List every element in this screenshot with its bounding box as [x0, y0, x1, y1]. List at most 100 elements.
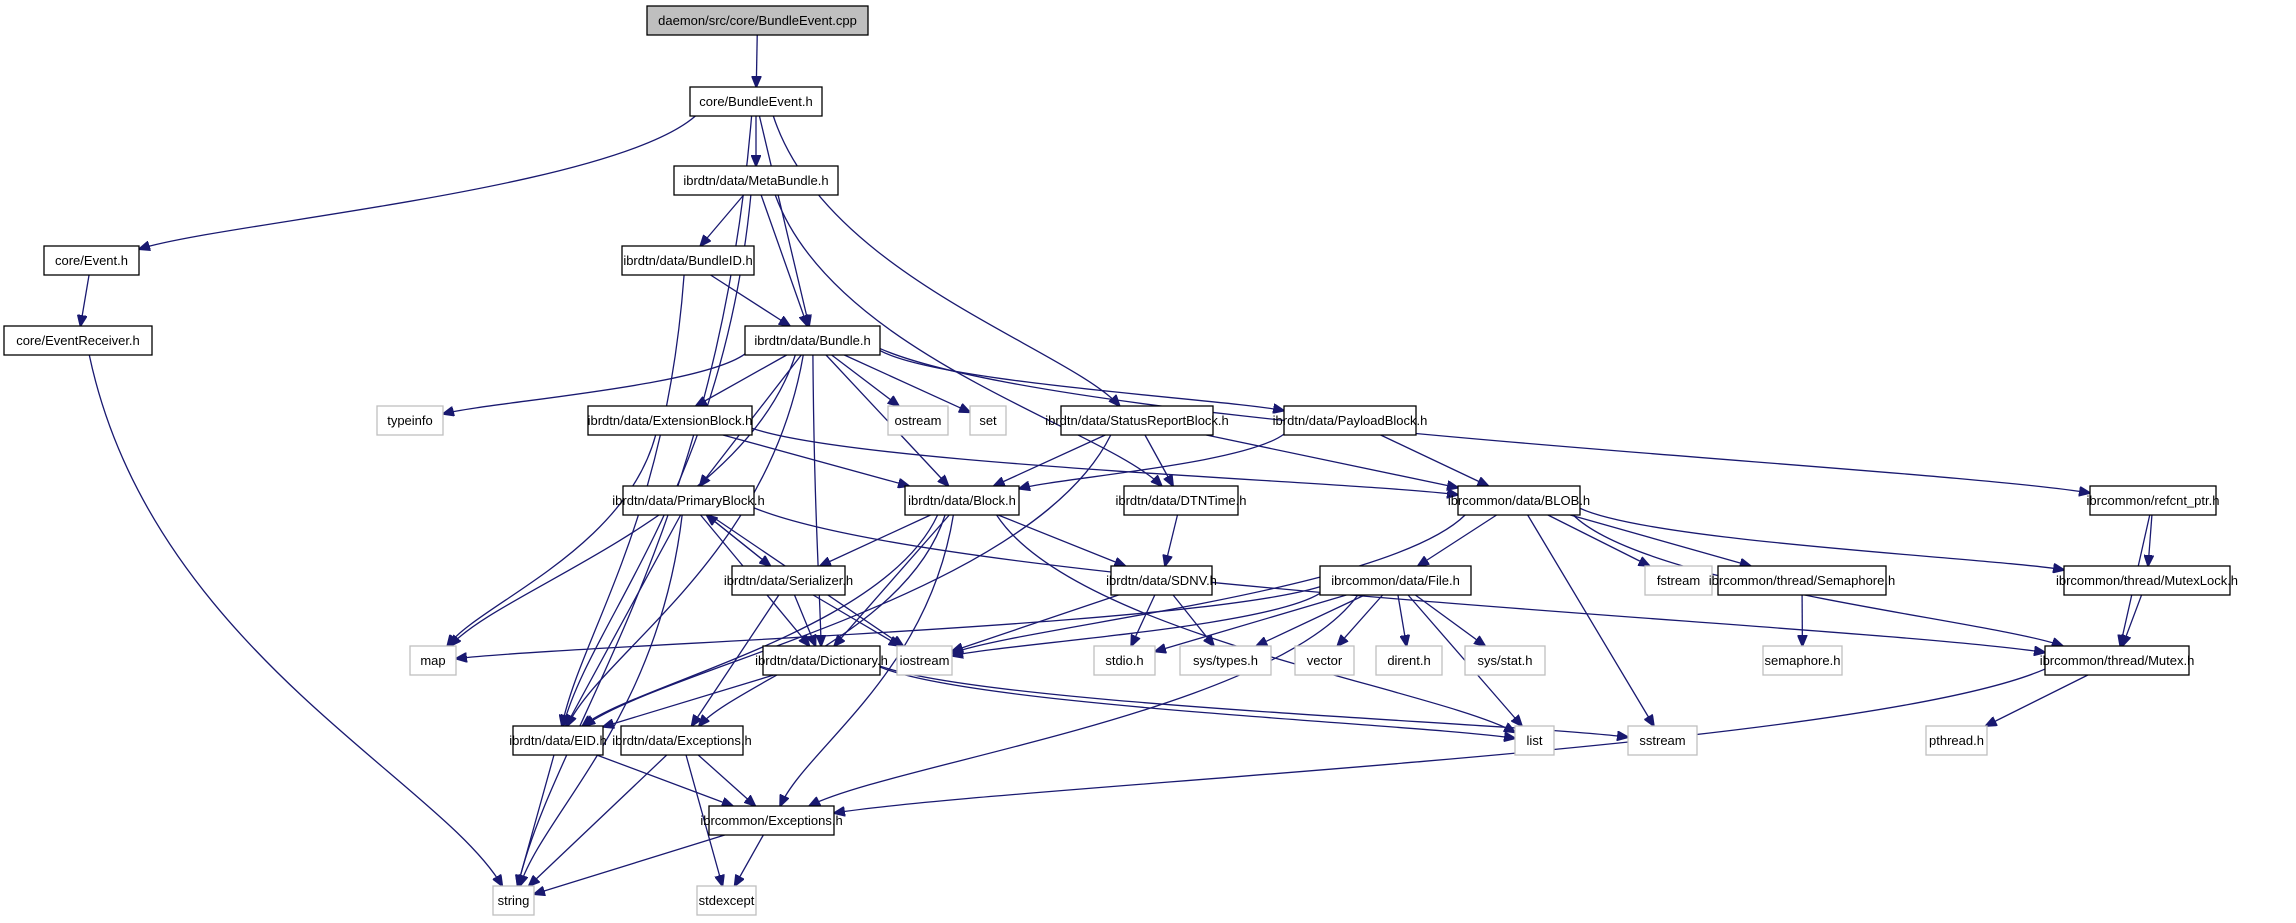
node-set: set: [969, 405, 1007, 436]
edge-blob-to-mutexlock: [1579, 507, 2064, 570]
edge-blob-to-mutex: [1572, 514, 2063, 646]
node-box: [887, 405, 949, 436]
node-label: fstream: [1657, 573, 1700, 588]
edge-root-to-bundleevent_h: [756, 34, 757, 87]
node-label: ibrdtn/data/EID.h: [509, 733, 607, 748]
edge-dtntime-to-sdnv: [1165, 514, 1179, 566]
node-dtnexceptions[interactable]: ibrdtn/data/Exceptions.h: [612, 725, 752, 756]
node-file[interactable]: ibrcommon/data/File.h: [1319, 565, 1472, 596]
node-eventreceiver[interactable]: core/EventReceiver.h: [3, 325, 153, 356]
edge-block-to-dtnexceptions: [699, 514, 946, 726]
node-box: [731, 565, 846, 596]
node-label: sstream: [1639, 733, 1685, 748]
node-list: list: [1514, 725, 1555, 756]
node-bundleevent_h[interactable]: core/BundleEvent.h: [689, 86, 823, 117]
node-label: daemon/src/core/BundleEvent.cpp: [658, 13, 857, 28]
node-extensionblock[interactable]: ibrdtn/data/ExtensionBlock.h: [587, 405, 753, 436]
node-sstream: sstream: [1627, 725, 1698, 756]
node-block[interactable]: ibrdtn/data/Block.h: [904, 485, 1020, 516]
node-string: string: [492, 885, 535, 916]
node-box: [512, 725, 604, 756]
node-box: [620, 725, 744, 756]
edge-eid-to-string: [518, 754, 555, 886]
node-box: [622, 485, 755, 516]
edge-bundle-to-block: [825, 354, 948, 486]
node-label: ibrcommon/refcnt_ptr.h: [2087, 493, 2220, 508]
node-eid[interactable]: ibrdtn/data/EID.h: [509, 725, 607, 756]
edge-serializer-to-dtnexceptions: [692, 594, 780, 726]
node-root[interactable]: daemon/src/core/BundleEvent.cpp: [646, 5, 869, 36]
node-label: ibrcommon/thread/Mutex.h: [2040, 653, 2195, 668]
node-box: [1644, 565, 1713, 596]
node-label: ibrdtn/data/Dictionary.h: [755, 653, 888, 668]
edge-block-to-list: [996, 514, 1515, 732]
node-primaryblock[interactable]: ibrdtn/data/PrimaryBlock.h: [612, 485, 765, 516]
edge-eid-to-commonexceptions: [596, 754, 733, 806]
node-label: string: [498, 893, 530, 908]
node-box: [1123, 485, 1239, 516]
node-label: ostream: [895, 413, 942, 428]
node-box: [43, 245, 140, 276]
node-box: [708, 805, 835, 836]
node-box: [969, 405, 1007, 436]
node-label: ibrcommon/data/File.h: [1331, 573, 1460, 588]
edge-primaryblock-to-eid: [566, 514, 682, 726]
node-label: list: [1527, 733, 1543, 748]
node-box: [904, 485, 1020, 516]
node-bundleid[interactable]: ibrdtn/data/BundleID.h: [621, 245, 755, 276]
node-layer: daemon/src/core/BundleEvent.cpp core/Bund…: [3, 5, 2238, 916]
node-refcnt[interactable]: ibrcommon/refcnt_ptr.h: [2087, 485, 2220, 516]
node-label: ibrdtn/data/SDNV.h: [1106, 573, 1217, 588]
edge-statusreport-to-dtntime: [1144, 434, 1173, 486]
node-stdexcept: stdexcept: [696, 885, 757, 916]
node-label: ibrdtn/data/Bundle.h: [754, 333, 870, 348]
node-bundle[interactable]: ibrdtn/data/Bundle.h: [744, 325, 881, 356]
node-commonexceptions[interactable]: ibrcommon/Exceptions.h: [700, 805, 843, 836]
edge-dictionary-to-sstream: [879, 665, 1628, 737]
node-metabundle[interactable]: ibrdtn/data/MetaBundle.h: [673, 165, 839, 196]
node-box: [621, 245, 755, 276]
edge-layer: [80, 34, 2151, 894]
edge-serializer-to-dictionary: [793, 594, 815, 646]
node-label: ibrdtn/data/ExtensionBlock.h: [588, 413, 753, 428]
node-box: [673, 165, 839, 196]
node-label: core/BundleEvent.h: [699, 94, 812, 109]
node-label: set: [979, 413, 997, 428]
edge-bundleid-to-eid: [562, 274, 685, 726]
node-dtntime[interactable]: ibrdtn/data/DTNTime.h: [1115, 485, 1247, 516]
edge-eventreceiver-to-string: [88, 354, 502, 886]
node-box: [409, 645, 457, 676]
node-box: [689, 86, 823, 117]
node-box: [744, 325, 881, 356]
node-sdnv[interactable]: ibrdtn/data/SDNV.h: [1106, 565, 1217, 596]
edge-bundle-to-dictionary: [812, 354, 821, 646]
edge-commonexceptions-to-string: [534, 834, 725, 894]
node-label: ibrcommon/Exceptions.h: [700, 813, 842, 828]
node-box: [587, 405, 753, 436]
node-event_h[interactable]: core/Event.h: [43, 245, 140, 276]
node-label: ibrdtn/data/PayloadBlock.h: [1273, 413, 1428, 428]
node-mutexlock[interactable]: ibrcommon/thread/MutexLock.h: [2056, 565, 2238, 596]
node-blob[interactable]: ibrcommon/data/BLOB.h: [1448, 485, 1590, 516]
edge-file-to-systypes: [1256, 594, 1365, 646]
node-payloadblock[interactable]: ibrdtn/data/PayloadBlock.h: [1273, 405, 1428, 436]
node-stdio: stdio.h: [1093, 645, 1156, 676]
node-dictionary[interactable]: ibrdtn/data/Dictionary.h: [755, 645, 888, 676]
edge-file-to-stdio: [1155, 594, 1347, 651]
node-label: ibrdtn/data/BundleID.h: [623, 253, 752, 268]
node-box: [696, 885, 757, 916]
node-serializer[interactable]: ibrdtn/data/Serializer.h: [724, 565, 853, 596]
node-mutex[interactable]: ibrcommon/thread/Mutex.h: [2040, 645, 2195, 676]
edge-dtnexceptions-to-string: [529, 754, 668, 886]
node-dirent: dirent.h: [1375, 645, 1443, 676]
node-label: ibrdtn/data/PrimaryBlock.h: [612, 493, 764, 508]
node-box: [2044, 645, 2190, 676]
edge-bundle-to-payloadblock: [879, 349, 1284, 411]
edge-bundle-to-set: [844, 354, 970, 412]
edge-block-to-commonexceptions: [780, 514, 955, 806]
edge-bundle-to-eid: [567, 354, 804, 726]
node-statusreport[interactable]: ibrdtn/data/StatusReportBlock.h: [1045, 405, 1229, 436]
edge-blob-to-file: [1418, 514, 1497, 566]
node-semaphore_h[interactable]: ibrcommon/thread/Semaphore.h: [1709, 565, 1895, 596]
node-label: ibrcommon/data/BLOB.h: [1448, 493, 1590, 508]
